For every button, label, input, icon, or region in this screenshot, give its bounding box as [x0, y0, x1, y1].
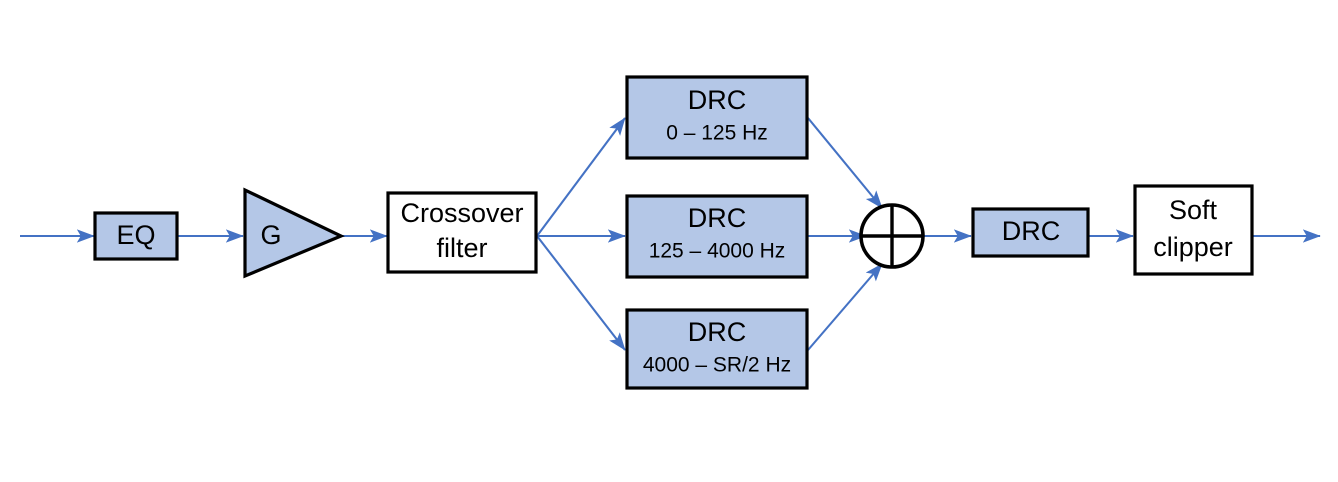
block-drc-mid[interactable]: DRC 125 – 4000 Hz — [625, 194, 809, 279]
connector-drc-high-to-summer — [807, 263, 883, 351]
block-soft-clipper[interactable]: Soft clipper — [1133, 184, 1254, 276]
summation-node[interactable] — [859, 203, 925, 269]
block-drc-low-line1: DRC — [688, 85, 747, 115]
block-crossover-filter-line1: Crossover — [400, 198, 523, 228]
block-drc-master[interactable]: DRC — [971, 207, 1090, 258]
block-eq-label: EQ — [116, 220, 155, 250]
connector-crossover-to-drc-high — [536, 235, 626, 351]
block-drc-low-line2: 0 – 125 Hz — [666, 122, 768, 145]
block-drc-mid-line2: 125 – 4000 Hz — [649, 240, 786, 263]
block-crossover-filter[interactable]: Crossover filter — [386, 191, 538, 274]
block-drc-high-line2: 4000 – SR/2 Hz — [643, 354, 791, 377]
block-gain-label: G — [260, 220, 281, 250]
block-eq[interactable]: EQ — [93, 211, 179, 261]
block-drc-high[interactable]: DRC 4000 – SR/2 Hz — [625, 308, 809, 390]
connector-layer — [20, 117, 1321, 351]
block-drc-master-label: DRC — [1002, 216, 1061, 246]
block-drc-low[interactable]: DRC 0 – 125 Hz — [625, 75, 809, 160]
connector-crossover-to-drc-low — [536, 117, 626, 237]
block-gain[interactable]: G — [243, 187, 345, 279]
block-drc-high-line1: DRC — [688, 317, 747, 347]
block-crossover-filter-line2: filter — [436, 233, 487, 263]
block-soft-clipper-line1: Soft — [1169, 195, 1218, 225]
block-drc-mid-line1: DRC — [688, 203, 747, 233]
connector-drc-low-to-summer — [807, 117, 883, 209]
block-soft-clipper-line2: clipper — [1153, 232, 1233, 262]
